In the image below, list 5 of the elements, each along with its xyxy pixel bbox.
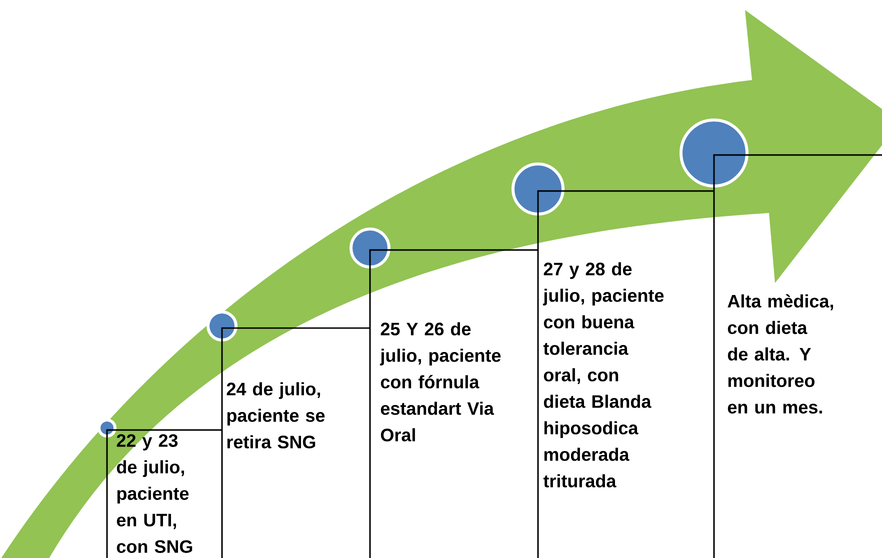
callout-box: 25 Y 26 de julio, paciente con fórnula estandart Via Oral bbox=[369, 249, 538, 558]
callout-box: 24 de julio, paciente se retira SNG bbox=[221, 327, 370, 558]
callout-box: 27 y 28 de julio, paciente con buena tolerancia oral, con dieta Blanda hiposodica moderada triturada bbox=[537, 190, 714, 558]
callout-box: Alta mèdica, con dieta de alta. Y monitoreo en un mes. bbox=[713, 154, 882, 558]
callout-box: 22 y 23 de julio, paciente en UTI, con SNG bbox=[106, 429, 222, 558]
